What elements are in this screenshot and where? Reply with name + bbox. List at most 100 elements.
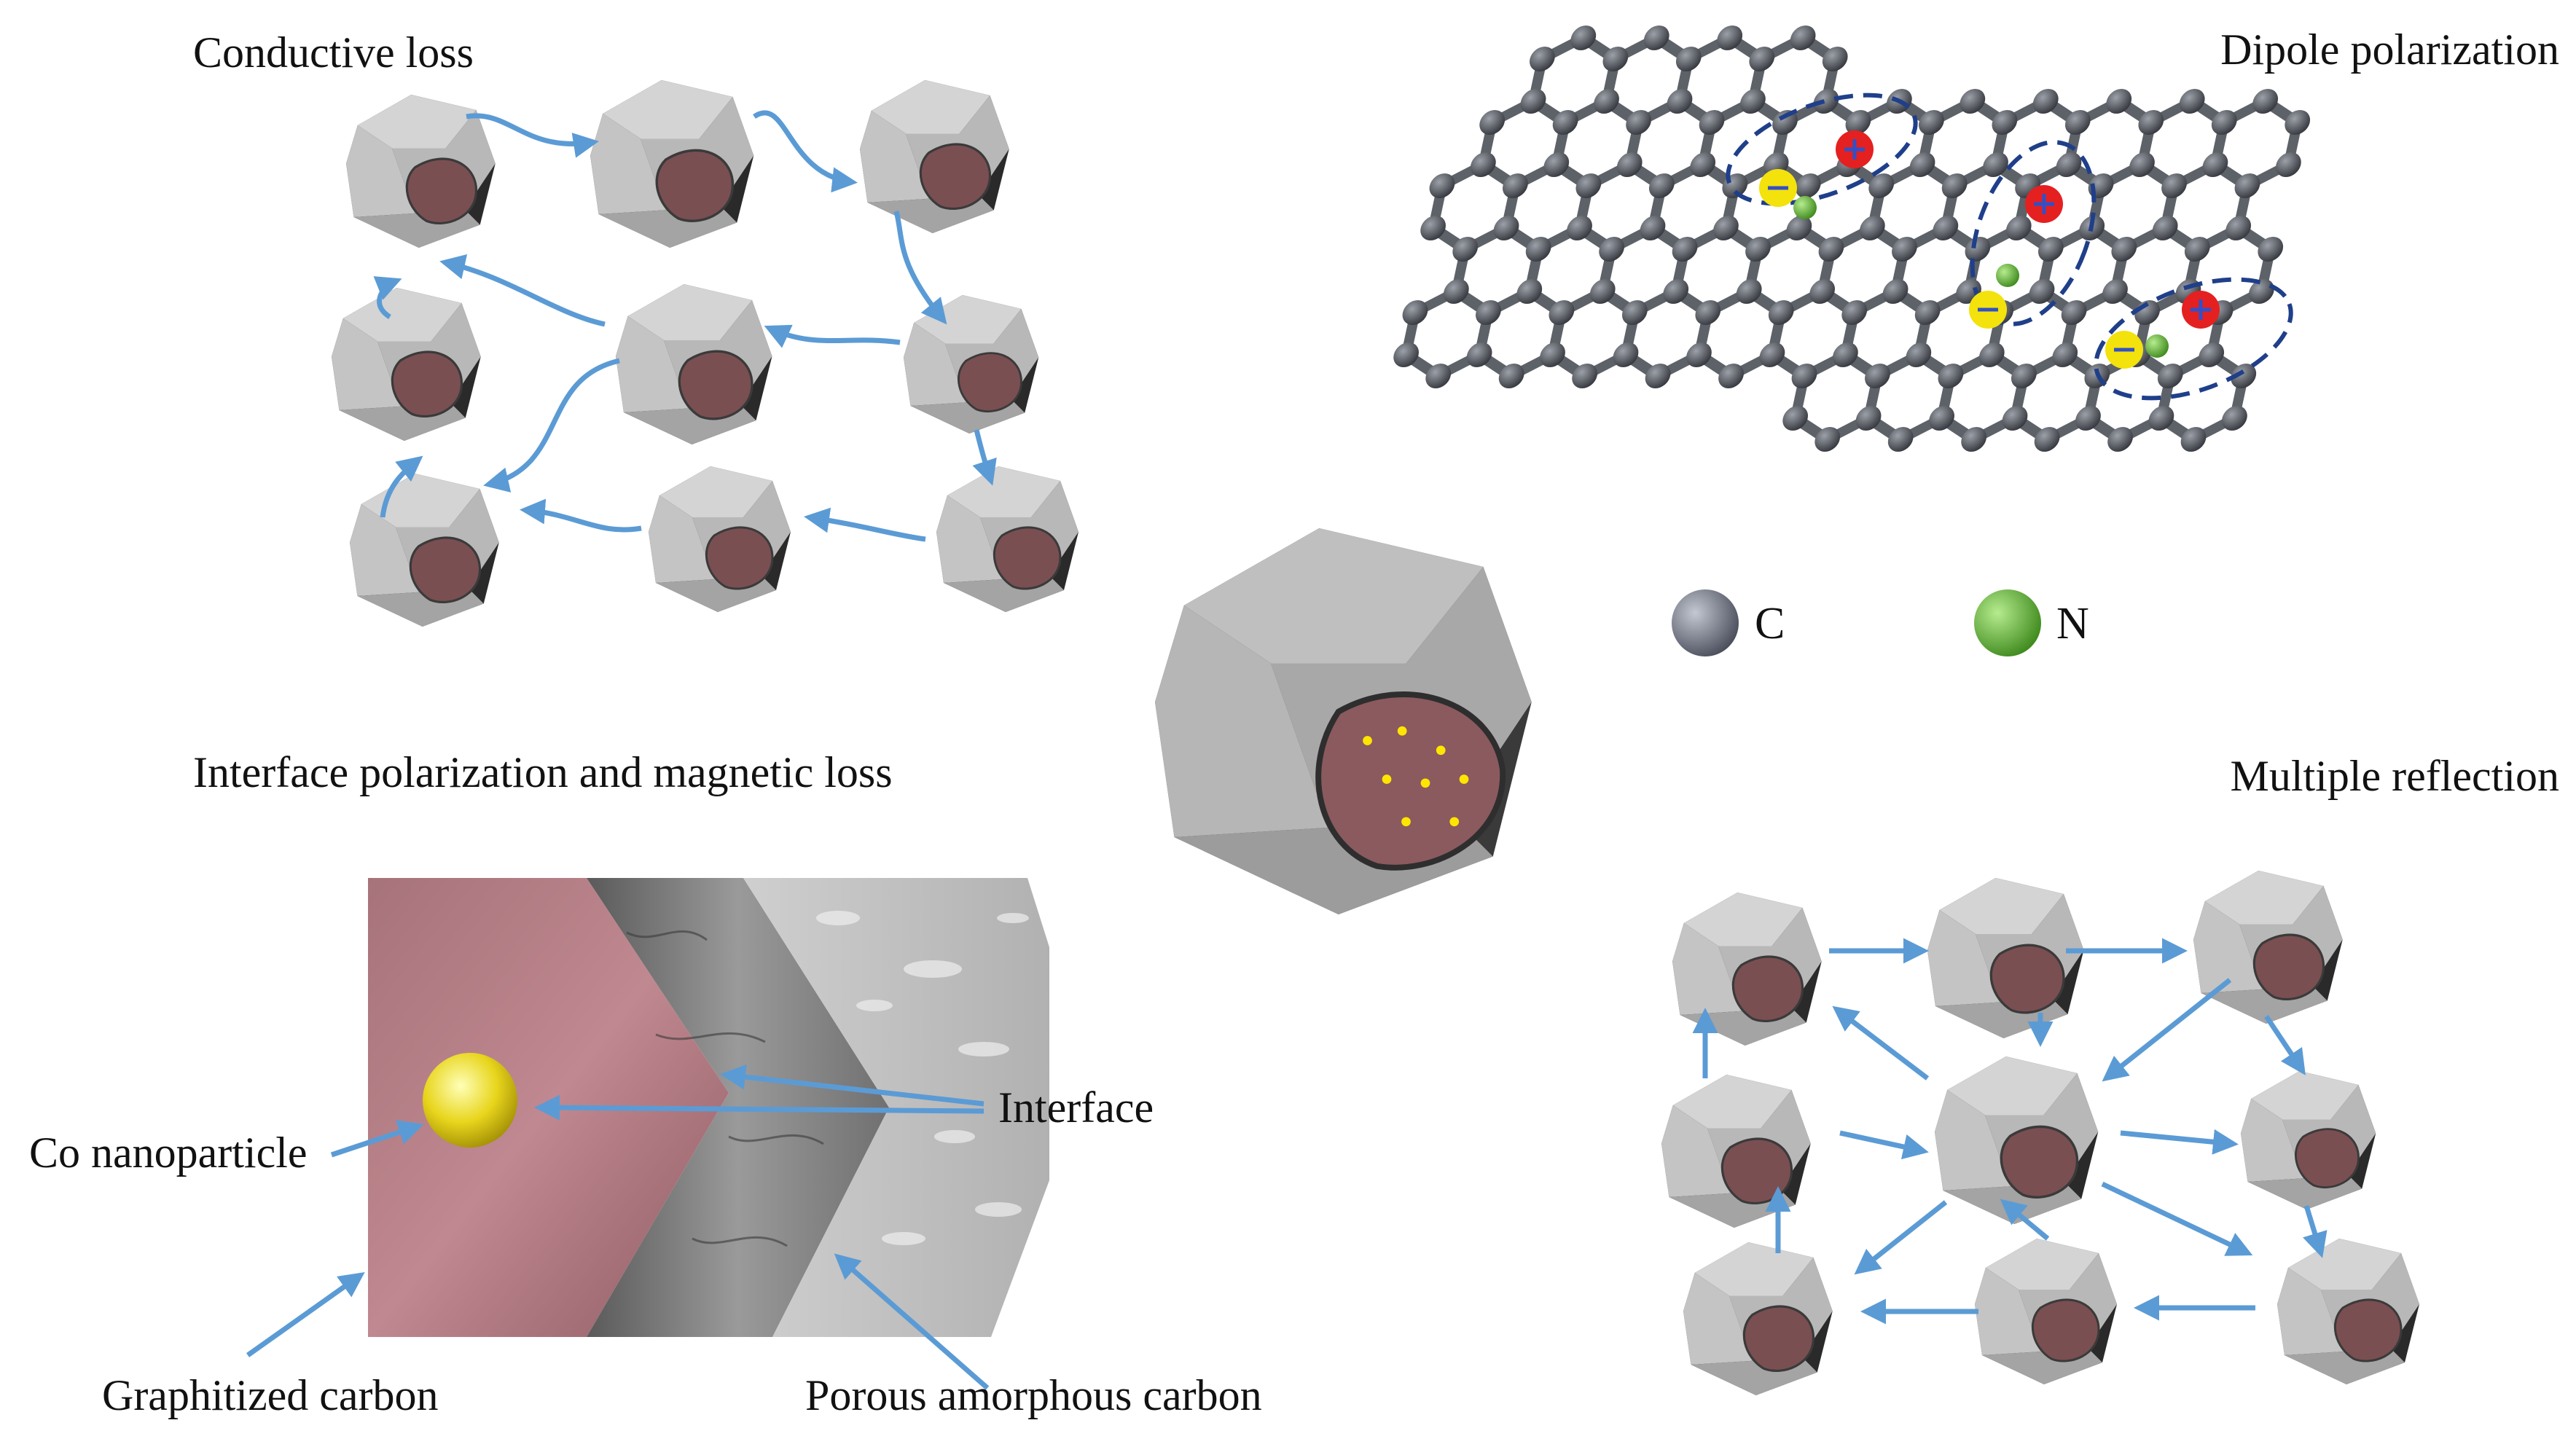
carbon-atom-icon	[1520, 89, 1546, 114]
legend-carbon-label: C	[1755, 599, 1785, 648]
crystal-icon	[1660, 1073, 1812, 1229]
legend-nitrogen-label: N	[2056, 599, 2089, 648]
multiple-reflection-cluster	[1660, 869, 2421, 1397]
crystal-icon	[858, 79, 1011, 235]
carbon-atom-icon	[1795, 173, 1821, 198]
crystal-icon	[902, 294, 1040, 435]
carbon-atom-icon	[1572, 364, 1597, 388]
carbon-atom-icon	[1525, 237, 1551, 262]
carbon-atom-icon	[1549, 300, 1575, 325]
conductive-loss-cluster	[330, 79, 1080, 628]
carbon-atom-icon	[2202, 152, 2228, 177]
carbon-atom-icon	[1530, 47, 1555, 71]
carbon-atom-icon	[1978, 342, 2005, 367]
carbon-atom-icon	[1645, 364, 1671, 388]
carbon-atom-icon	[2029, 279, 2055, 304]
carbon-atom-icon	[1672, 237, 1698, 262]
interface-magnetic-title: Interface polarization and magnetic loss	[193, 748, 893, 796]
crystal-icon	[614, 283, 774, 446]
carbon-atom-icon	[2211, 110, 2237, 135]
carbon-atom-icon	[1782, 406, 1809, 431]
carbon-atom-icon	[2037, 237, 2064, 262]
crystal-icon	[1682, 1241, 1834, 1397]
carbon-atom-icon	[1602, 47, 1629, 71]
carbon-atom-icon	[1749, 47, 1775, 71]
carbon-atom-icon	[1575, 173, 1602, 198]
carbon-atom-icon	[1887, 427, 1914, 452]
interface-callout: Interface	[998, 1083, 1154, 1132]
carbon-atom-icon	[2225, 216, 2252, 240]
carbon-atom-icon	[1736, 279, 1762, 304]
carbon-atom-icon	[2222, 406, 2247, 431]
carbon-atom-icon	[1929, 406, 1954, 431]
crystal-icon	[935, 465, 1080, 613]
crystal-icon	[348, 472, 501, 628]
carbon-atom-icon	[1699, 110, 1725, 135]
carbon-atom-icon	[1503, 173, 1528, 198]
carbon-atom-icon	[1640, 216, 1666, 240]
carbon-atom-icon	[1786, 216, 1812, 240]
carbon-atom-icon	[2102, 279, 2128, 304]
carbon-atom-icon	[1621, 300, 1648, 325]
dipole-polarization-title: Dipole polarization	[2220, 26, 2559, 74]
carbon-atom-icon	[1443, 279, 1469, 304]
carbon-atom-icon	[1992, 110, 2018, 135]
carbon-atom-icon	[1822, 47, 1848, 71]
carbon-atom-icon	[1613, 342, 1639, 367]
carbon-atom-icon	[2011, 364, 2037, 388]
carbon-atom-icon	[1663, 279, 1689, 304]
carbon-atom-icon	[1868, 173, 1895, 198]
carbon-atom-icon	[1914, 300, 1941, 325]
carbon-atom-icon	[1961, 427, 1987, 452]
carbon-atom-icon	[2152, 216, 2178, 240]
carbon-atom-icon	[1567, 216, 1592, 240]
carbon-atom-icon	[1667, 89, 1693, 114]
graphene-sheet	[1393, 26, 2311, 452]
carbon-atom-icon	[2129, 152, 2155, 177]
carbon-atom-icon	[1570, 26, 1597, 50]
carbon-atom-icon	[2002, 406, 2028, 431]
carbon-atom-icon	[2249, 279, 2274, 304]
carbon-atom-icon	[2199, 342, 2225, 367]
carbon-atom-icon	[2252, 89, 2279, 114]
carbon-atom-icon	[1589, 279, 1616, 304]
carbon-atom-icon	[1493, 216, 1519, 240]
carbon-atom-icon	[1717, 26, 1743, 50]
carbon-atom-icon	[1809, 279, 1836, 304]
carbon-atom-icon	[1452, 237, 1479, 262]
carbon-atom-icon	[1718, 364, 1744, 388]
carbon-atom-icon	[1983, 152, 2008, 177]
carbon-atom-icon	[2034, 427, 2060, 452]
crystal-icon	[2276, 1237, 2421, 1386]
carbon-atom-icon	[1466, 342, 1492, 367]
carbon-atom-icon	[1791, 364, 1817, 388]
carbon-atom-icon	[1941, 173, 1968, 198]
interface-panel	[246, 878, 1049, 1390]
nitrogen-atom-icon	[1793, 196, 1817, 219]
carbon-atom-icon	[1740, 89, 1766, 114]
carbon-atom-icon	[1643, 26, 1669, 50]
carbon-atom-icon	[1833, 342, 1858, 367]
carbon-atom-icon	[1552, 110, 1578, 135]
carbon-atom-icon	[1594, 89, 1619, 114]
carbon-atom-icon	[1616, 152, 1643, 177]
carbon-atom-icon	[2106, 89, 2132, 114]
carbon-atom-icon	[1626, 110, 1651, 135]
carbon-atom-icon	[1425, 364, 1452, 388]
carbon-atom-icon	[2111, 237, 2137, 262]
carbon-atom-icon	[1516, 279, 1543, 304]
carbon-atom-icon	[1772, 110, 1798, 135]
carbon-atom-icon	[1841, 300, 1868, 325]
carbon-atom-icon	[1402, 300, 1428, 325]
graphitized-carbon-callout: Graphitized carbon	[102, 1371, 439, 1419]
crystal-icon	[2192, 869, 2344, 1025]
carbon-atom-icon	[1675, 47, 1702, 71]
carbon-atom-icon	[1498, 364, 1524, 388]
carbon-atom-icon	[2138, 110, 2164, 135]
carbon-atom-icon	[2032, 89, 2059, 114]
carbon-atom-icon	[2180, 427, 2207, 452]
carbon-atom-icon	[1859, 216, 1885, 240]
carbon-atom-icon	[2148, 406, 2174, 431]
co-nanoparticle-callout: Co nanoparticle	[29, 1129, 308, 1177]
carbon-atom-icon	[1648, 173, 1675, 198]
